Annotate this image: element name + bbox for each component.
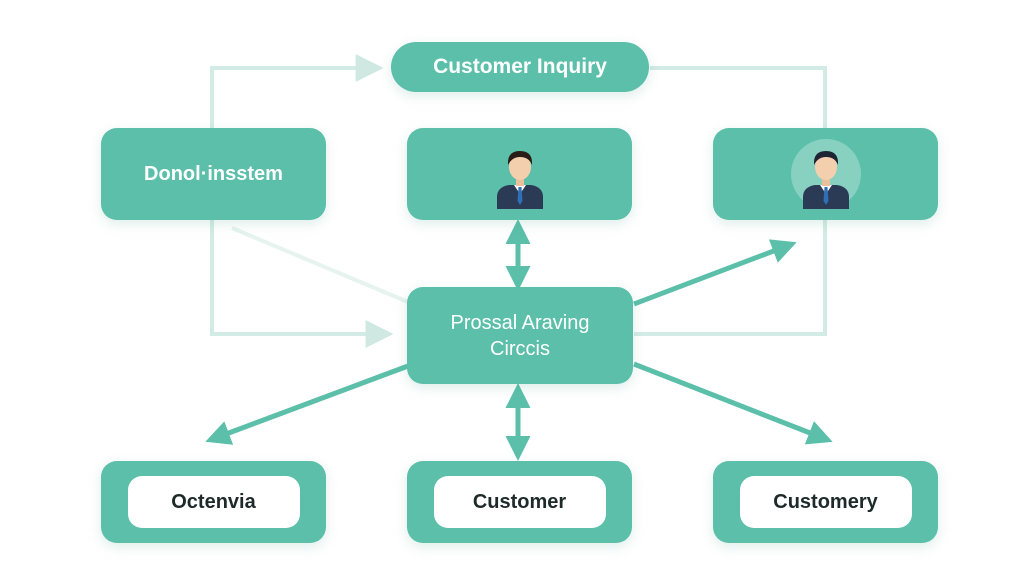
connector-center-to-bottom-left [205, 363, 409, 445]
connector-left-diagonal [231, 226, 409, 304]
person-icon [790, 139, 861, 209]
bottom-node-middle-card: Customer [433, 476, 606, 528]
center-process-node[interactable]: Prossal Araving Circcis [407, 287, 633, 384]
bottom-node-left-card: Octenvia [127, 476, 300, 528]
left-system-label: Donol·insstem [144, 162, 283, 185]
bottom-node-middle[interactable]: Customer [407, 461, 632, 543]
connector-center-to-bottom-right [633, 361, 833, 445]
person-icon [485, 139, 555, 209]
center-process-line1: Prossal Araving [450, 311, 590, 334]
bottom-node-left[interactable]: Octenvia [101, 461, 326, 543]
customer-inquiry-node[interactable]: Customer Inquiry [391, 42, 649, 92]
customer-inquiry-label: Customer Inquiry [433, 55, 607, 78]
bottom-node-right[interactable]: Customery [713, 461, 938, 543]
connector-left-to-top [210, 54, 384, 128]
bottom-node-right-card: Customery [739, 476, 912, 528]
connector-left-to-center [210, 220, 394, 348]
connector-top-to-right [650, 66, 827, 128]
connector-right-to-center [634, 220, 827, 336]
connector-center-to-right-agent [633, 239, 797, 307]
center-process-line2: Circcis [490, 337, 550, 360]
agent-node-middle[interactable] [407, 128, 632, 220]
left-system-node[interactable]: Donol·insstem [101, 128, 326, 220]
agent-node-right[interactable] [713, 128, 938, 220]
